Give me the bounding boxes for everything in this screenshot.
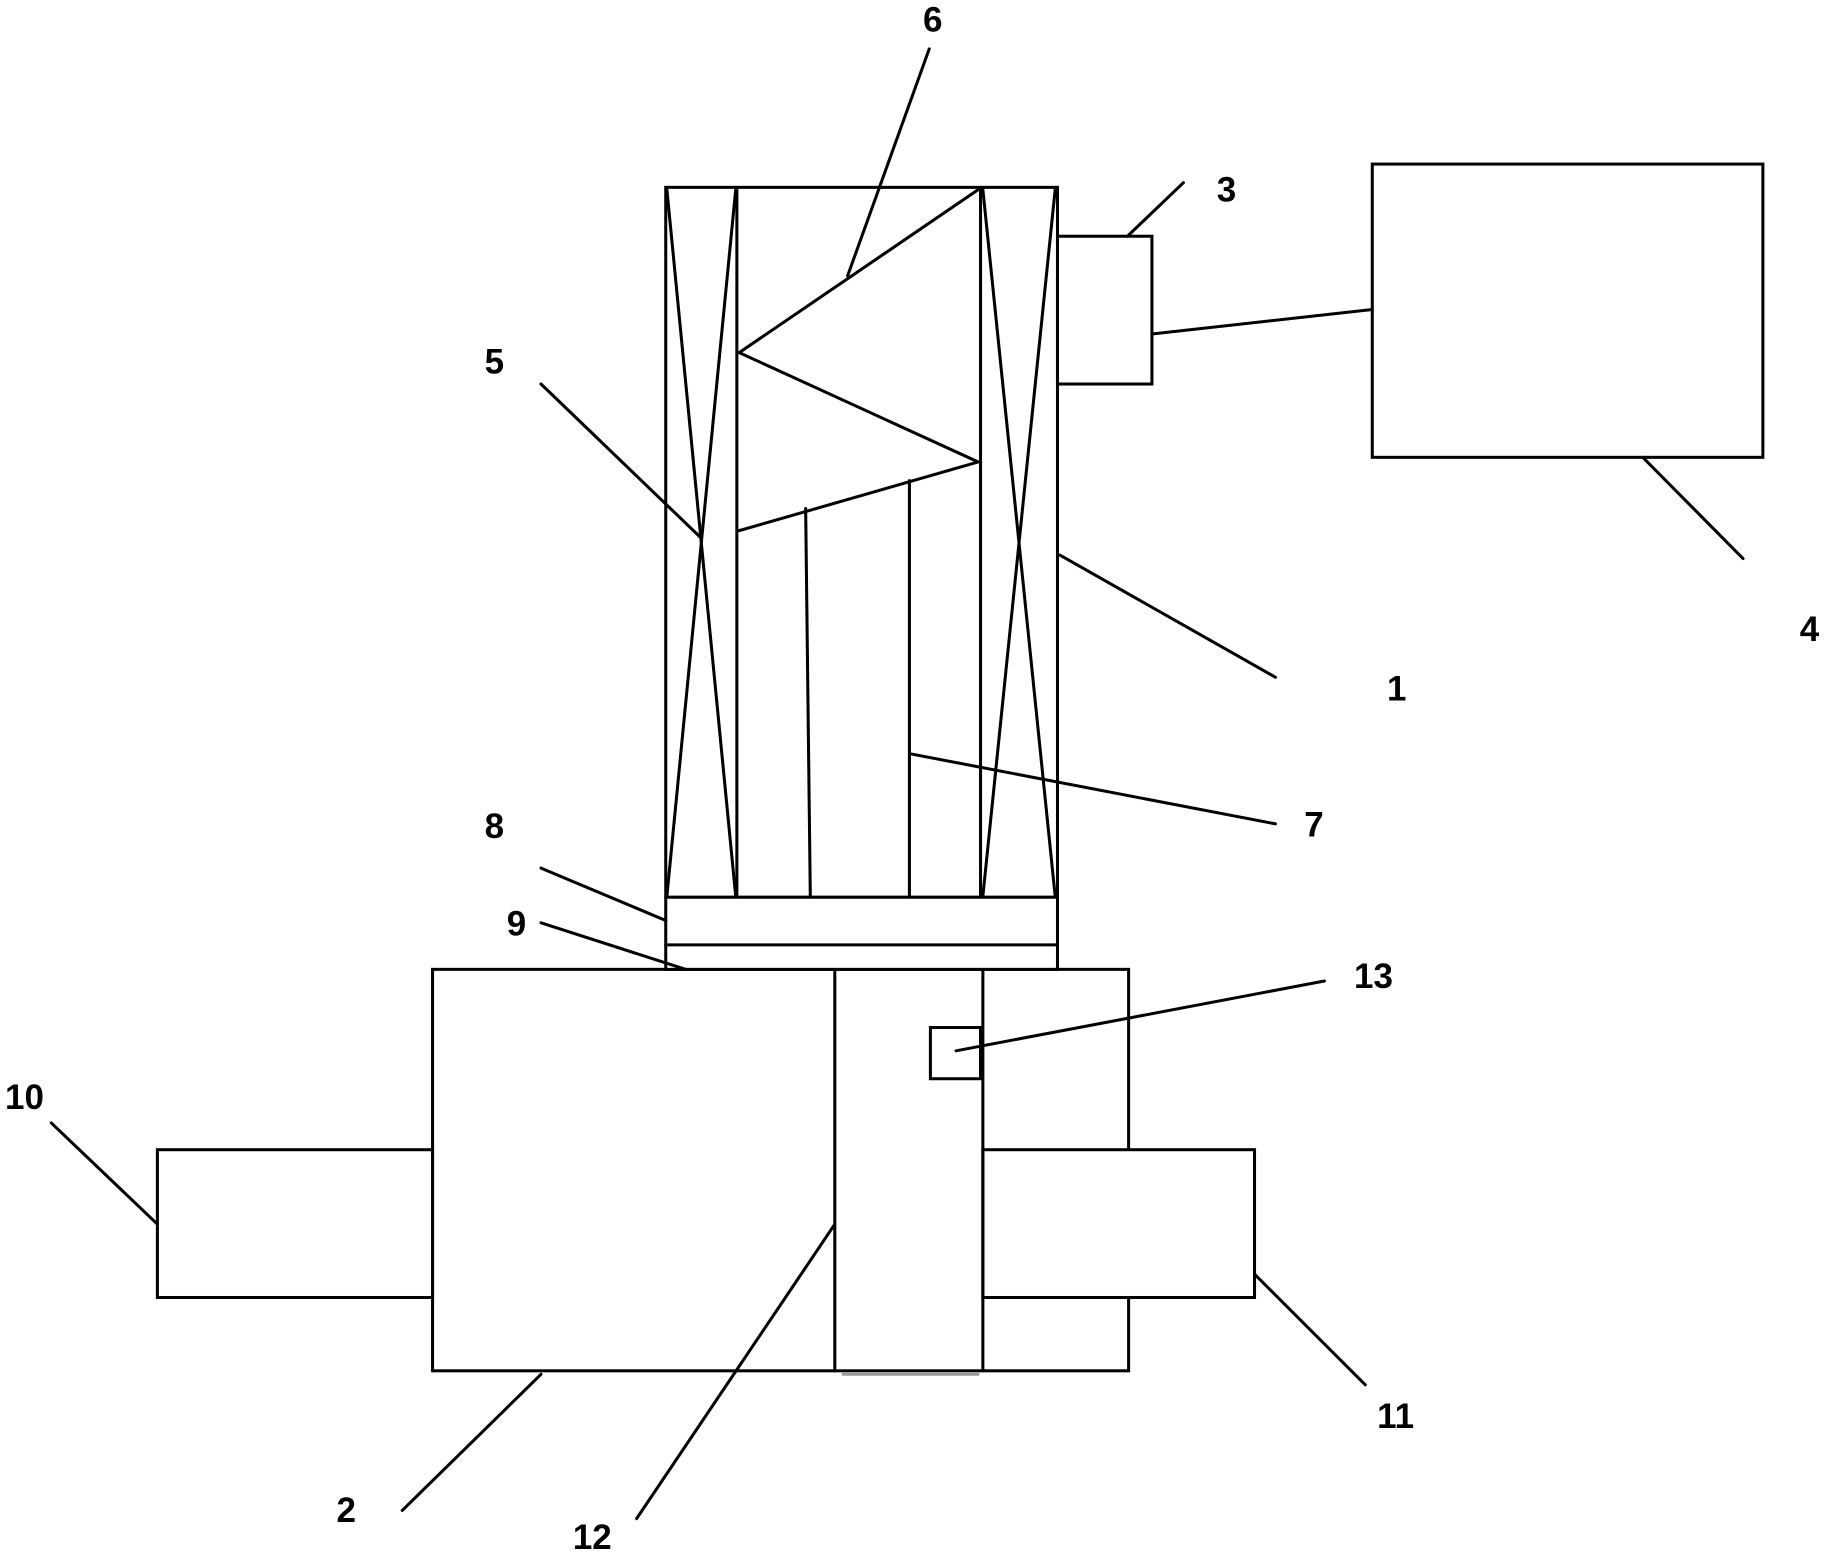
label-12: 12 xyxy=(573,1518,612,1557)
label-1: 1 xyxy=(1387,670,1406,709)
leader-line-13 xyxy=(954,979,1327,1053)
connector-block xyxy=(1055,234,1154,386)
leader-line-10 xyxy=(49,1121,159,1226)
leader-line-6 xyxy=(846,47,931,278)
leader-line-5 xyxy=(539,382,703,540)
outlet-pipe xyxy=(981,1148,1257,1300)
label-11: 11 xyxy=(1377,1397,1414,1436)
leader-line-12 xyxy=(635,1222,837,1521)
label-6: 6 xyxy=(923,0,942,39)
leader-line-8 xyxy=(539,866,668,922)
plunger-left-edge xyxy=(804,507,812,899)
label-4: 4 xyxy=(1800,610,1820,649)
sensor-square xyxy=(928,1026,983,1081)
coil-left-diagonal-b xyxy=(665,188,738,898)
label-9: 9 xyxy=(507,905,526,944)
leader-line-9 xyxy=(539,921,688,971)
label-10: 10 xyxy=(5,1078,44,1117)
leader-line-11 xyxy=(1253,1272,1367,1387)
label-5: 5 xyxy=(485,343,504,382)
leader-line-3 xyxy=(1125,181,1185,238)
leader-line-1 xyxy=(1058,553,1278,679)
leader-line-2 xyxy=(400,1372,543,1512)
inlet-pipe xyxy=(155,1148,435,1300)
leader-line-7 xyxy=(910,752,1278,826)
controller-box xyxy=(1370,162,1765,459)
label-13: 13 xyxy=(1354,957,1393,996)
connection-wire xyxy=(1150,308,1374,336)
leader-line-4 xyxy=(1641,455,1745,561)
coil-right-diagonal-b xyxy=(981,188,1057,898)
spring-zigzag xyxy=(736,188,983,533)
label-7: 7 xyxy=(1304,806,1323,845)
label-8: 8 xyxy=(485,807,504,846)
label-3: 3 xyxy=(1217,170,1236,209)
label-2: 2 xyxy=(337,1491,356,1530)
